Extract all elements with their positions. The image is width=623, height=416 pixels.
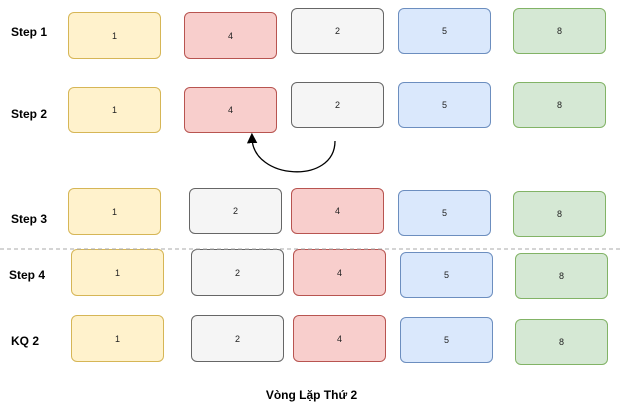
- step-1-box-1: 1: [68, 12, 161, 59]
- step-4-box-2: 2: [191, 249, 284, 296]
- step-2-box-1: 1: [68, 87, 161, 133]
- step-2-box-2: 4: [184, 87, 277, 133]
- swap-arrow: [246, 132, 336, 173]
- result-box-5: 8: [515, 319, 608, 365]
- step-4-box-4: 5: [400, 252, 493, 298]
- step-4-box-5: 8: [515, 253, 608, 299]
- step-1-label: Step 1: [11, 25, 48, 39]
- result-label: KQ 2: [11, 334, 40, 348]
- diagram-caption: Vòng Lặp Thứ 2: [265, 388, 358, 402]
- step-3-label: Step 3: [11, 212, 48, 226]
- result-box-2: 2: [191, 315, 284, 362]
- step-1-box-4: 5: [398, 8, 491, 54]
- step-4-label: Step 4: [9, 268, 46, 282]
- step-4-box-1: 1: [71, 249, 164, 296]
- step-2-box-5: 8: [513, 82, 606, 128]
- result-box-3: 4: [293, 315, 386, 362]
- step-4-box-3: 4: [293, 249, 386, 296]
- step-1-box-3: 2: [291, 8, 384, 54]
- result-box-4: 5: [400, 317, 493, 363]
- step-1-box-2: 4: [184, 12, 277, 59]
- step-1-box-5: 8: [513, 8, 606, 54]
- step-3-box-4: 5: [398, 190, 491, 236]
- result-box-1: 1: [71, 315, 164, 362]
- step-3-box-5: 8: [513, 191, 606, 237]
- step-2-box-4: 5: [398, 82, 491, 128]
- step-2-box-3: 2: [291, 82, 384, 128]
- step-3-box-2: 2: [189, 188, 282, 234]
- step-3-box-3: 4: [291, 188, 384, 234]
- step-3-box-1: 1: [68, 188, 161, 235]
- step-2-label: Step 2: [11, 107, 48, 121]
